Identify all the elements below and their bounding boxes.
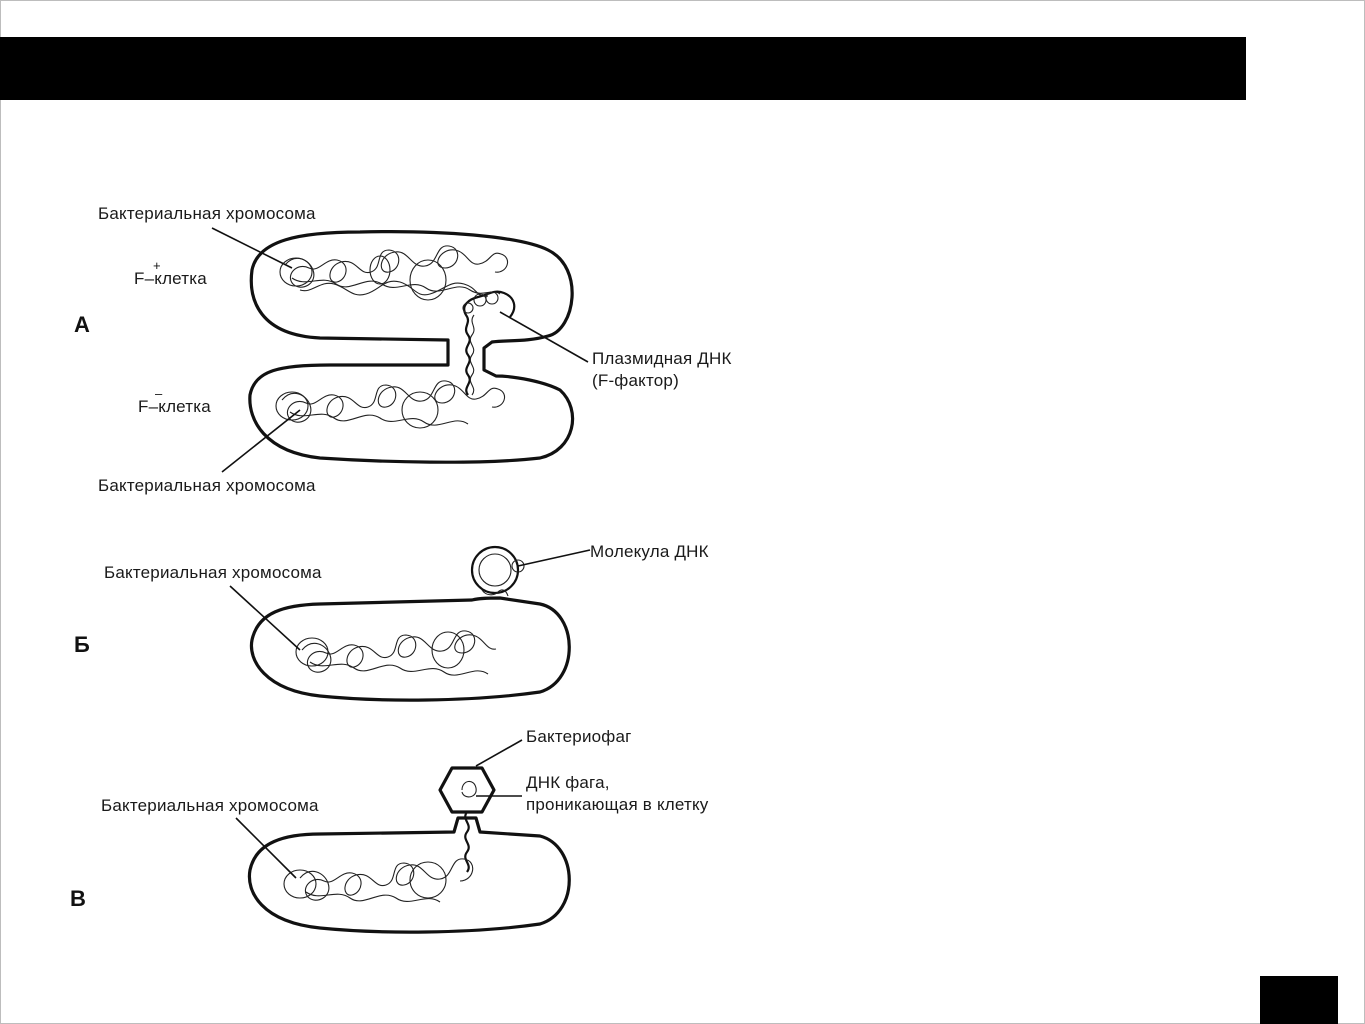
label-phage-dna-line2: проникающая в клетку: [526, 795, 709, 814]
panel-c-cell: [247, 766, 571, 934]
label-plasmid-line2: (F-фактор): [592, 371, 679, 390]
label-a-bottom-chromosome: Бактериальная хромосома: [98, 476, 316, 495]
leader-b-dna: [517, 549, 591, 567]
free-dna-molecule: [470, 545, 520, 595]
label-plasmid-line1: Плазмидная ДНК: [592, 349, 732, 368]
bacteriophage-head: [438, 766, 496, 814]
panel-a-cells: [248, 230, 575, 464]
leader-a-top-chromosome: [211, 227, 293, 269]
panel-c-cell-outline: [247, 816, 571, 934]
panel-letter-b: Б: [74, 632, 90, 657]
label-b-chromosome: Бактериальная хромосома: [104, 563, 322, 582]
panel-b-cell-outline: [249, 596, 571, 702]
f-plus-cell-outline: [248, 230, 575, 464]
panel-letter-c: В: [70, 886, 86, 911]
panel-a-top-chromosome: [279, 245, 509, 301]
leader-b-chromosome: [229, 585, 301, 651]
panel-b-cell: [249, 545, 571, 702]
label-a-top-chromosome: Бактериальная хромосома: [98, 204, 316, 223]
leader-a-bottom-chromosome: [221, 409, 301, 473]
leader-a-plasmid: [499, 311, 589, 363]
label-f-plus-cell: F–клетка: [134, 269, 207, 288]
label-c-chromosome: Бактериальная хромосома: [101, 796, 319, 815]
panel-letter-a: А: [74, 312, 90, 337]
corner-box: [1260, 976, 1338, 1024]
label-bacteriophage: Бактериофаг: [526, 727, 632, 746]
panel-a-bottom-chromosome: [275, 380, 506, 429]
plasmid-dna-strand: [462, 290, 516, 396]
title-bar: [0, 37, 1246, 100]
label-f-minus-cell: F–клетка: [138, 397, 211, 416]
leader-c-chromosome: [235, 817, 297, 879]
f-plus-sign: +: [153, 258, 161, 273]
label-phage-dna-line1: ДНК фага,: [526, 773, 610, 792]
leader-c-bacteriophage: [475, 739, 523, 767]
f-minus-sign: –: [155, 386, 163, 401]
label-dna-molecule: Молекула ДНК: [590, 542, 709, 561]
